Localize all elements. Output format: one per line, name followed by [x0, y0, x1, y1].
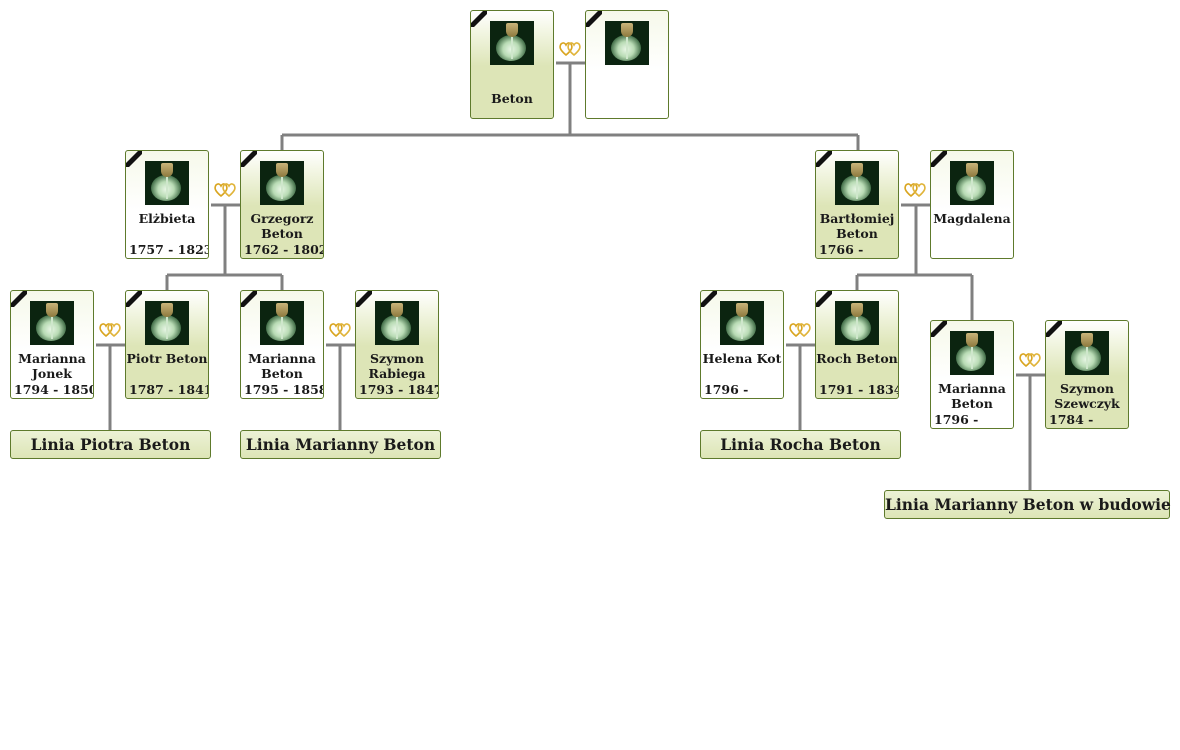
marriage-rings-icon: [559, 42, 581, 57]
person-photo: [145, 161, 189, 205]
mourning-ribbon-icon: [126, 151, 142, 167]
mourning-ribbon-icon: [241, 151, 257, 167]
person-dates: 1766 -: [819, 242, 864, 257]
person-name: Beton: [491, 91, 533, 106]
marriage-rings-icon: [789, 323, 811, 338]
person-name: Marianna Beton: [248, 351, 316, 381]
person-dates: 1787 - 1841: [129, 382, 209, 397]
person-card[interactable]: [585, 10, 669, 119]
branch-link[interactable]: Linia Piotra Beton: [10, 430, 211, 459]
person-card[interactable]: Helena Kot 1796 -: [700, 290, 784, 399]
person-photo: [950, 161, 994, 205]
person-card[interactable]: Magdalena: [930, 150, 1014, 259]
person-name: Bartłomiej Beton: [819, 211, 895, 241]
person-name: Szymon Rabiega: [368, 351, 426, 381]
person-photo: [260, 301, 304, 345]
person-photo: [835, 301, 879, 345]
person-card[interactable]: Bartłomiej Beton 1766 -: [815, 150, 899, 259]
marriage-rings-icon: [1019, 353, 1041, 368]
mourning-ribbon-icon: [816, 291, 832, 307]
person-card[interactable]: Marianna Beton 1795 - 1858: [240, 290, 324, 399]
mourning-ribbon-icon: [931, 321, 947, 337]
person-name: Piotr Beton: [126, 351, 208, 366]
marriage-rings-icon: [214, 183, 236, 198]
person-dates: 1796 -: [934, 412, 979, 427]
person-name: Szymon Szewczyk: [1054, 381, 1120, 411]
person-photo: [605, 21, 649, 65]
mourning-ribbon-icon: [701, 291, 717, 307]
person-dates: 1794 - 1850: [14, 382, 94, 397]
person-dates: 1757 - 1823: [129, 242, 209, 257]
person-name: Helena Kot: [702, 351, 782, 366]
person-card[interactable]: Grzegorz Beton 1762 - 1802: [240, 150, 324, 259]
person-dates: 1796 -: [704, 382, 749, 397]
mourning-ribbon-icon: [126, 291, 142, 307]
branch-link[interactable]: Linia Marianny Beton w budowie: [884, 490, 1171, 519]
branch-link[interactable]: Linia Marianny Beton: [240, 430, 441, 459]
person-photo: [1065, 331, 1109, 375]
person-photo: [30, 301, 74, 345]
person-card[interactable]: Marianna Beton 1796 -: [930, 320, 1014, 429]
mourning-ribbon-icon: [586, 11, 602, 27]
person-name: Elżbieta: [138, 211, 196, 226]
marriage-rings-icon: [329, 323, 351, 338]
person-name: Grzegorz Beton: [250, 211, 314, 241]
mourning-ribbon-icon: [241, 291, 257, 307]
person-name: Roch Beton: [816, 351, 898, 366]
person-card[interactable]: Szymon Szewczyk 1784 -: [1045, 320, 1129, 429]
person-dates: 1784 -: [1049, 412, 1094, 427]
person-dates: 1793 - 1847: [359, 382, 439, 397]
person-photo: [950, 331, 994, 375]
person-name: Magdalena: [933, 211, 1011, 226]
person-dates: 1791 - 1834: [819, 382, 899, 397]
person-card[interactable]: Beton: [470, 10, 554, 119]
person-name: Marianna Jonek: [18, 351, 86, 381]
marriage-rings-icon: [99, 323, 121, 338]
mourning-ribbon-icon: [11, 291, 27, 307]
person-photo: [835, 161, 879, 205]
person-card[interactable]: Szymon Rabiega 1793 - 1847: [355, 290, 439, 399]
person-dates: 1795 - 1858: [244, 382, 324, 397]
person-card[interactable]: Roch Beton 1791 - 1834: [815, 290, 899, 399]
person-card[interactable]: Marianna Jonek 1794 - 1850: [10, 290, 94, 399]
branch-link[interactable]: Linia Rocha Beton: [700, 430, 901, 459]
person-card[interactable]: Elżbieta 1757 - 1823: [125, 150, 209, 259]
person-photo: [490, 21, 534, 65]
mourning-ribbon-icon: [471, 11, 487, 27]
person-name: Marianna Beton: [938, 381, 1006, 411]
person-card[interactable]: Piotr Beton 1787 - 1841: [125, 290, 209, 399]
mourning-ribbon-icon: [816, 151, 832, 167]
mourning-ribbon-icon: [356, 291, 372, 307]
mourning-ribbon-icon: [1046, 321, 1062, 337]
person-photo: [375, 301, 419, 345]
person-photo: [260, 161, 304, 205]
mourning-ribbon-icon: [931, 151, 947, 167]
person-photo: [720, 301, 764, 345]
person-photo: [145, 301, 189, 345]
person-dates: 1762 - 1802: [244, 242, 324, 257]
marriage-rings-icon: [904, 183, 926, 198]
